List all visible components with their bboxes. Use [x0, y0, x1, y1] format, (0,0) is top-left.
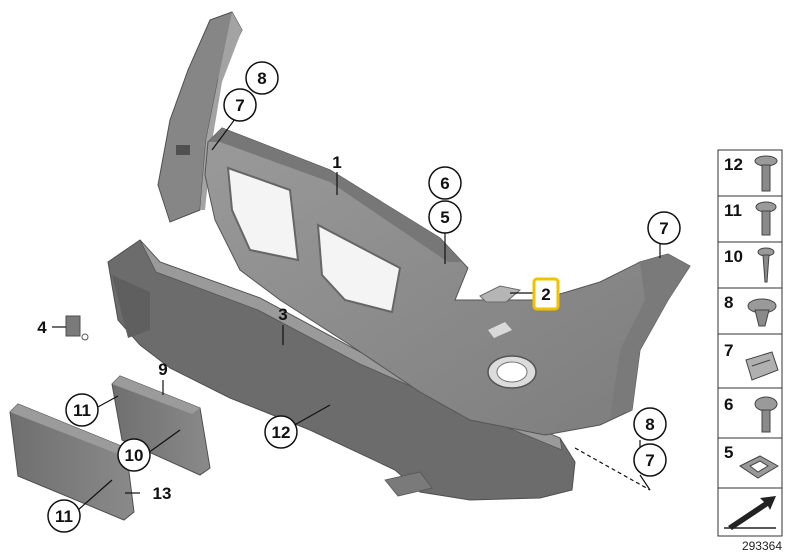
pointed-screw-icon: [757, 247, 775, 283]
callout-8-bottom: 8: [633, 407, 667, 441]
callout-5: 5: [428, 200, 462, 234]
svg-text:7: 7: [235, 96, 244, 115]
svg-text:1: 1: [332, 153, 341, 172]
callout-11-lower: 11: [47, 499, 81, 533]
legend-label-10: 10: [724, 247, 743, 266]
callout-8-top: 8: [245, 61, 279, 95]
callout-3: 3: [278, 305, 287, 324]
callout-13: 13: [153, 484, 172, 503]
spring-nut-icon: [745, 351, 779, 381]
svg-text:7: 7: [645, 451, 654, 470]
svg-text:7: 7: [659, 219, 668, 238]
svg-text:2: 2: [541, 285, 550, 304]
svg-text:4: 4: [37, 318, 47, 337]
svg-text:12: 12: [272, 423, 291, 442]
svg-text:8: 8: [645, 415, 654, 434]
diagram-id: 293364: [742, 539, 782, 553]
legend-label-8: 8: [724, 293, 733, 312]
svg-text:6: 6: [440, 174, 449, 193]
torx-screw-icon: [755, 201, 777, 236]
fastener-legend: 12 11 10 8 7: [717, 149, 783, 537]
callout-4: 4: [37, 318, 47, 337]
callout-7-top: 7: [223, 88, 257, 122]
callout-6: 6: [428, 166, 462, 200]
clip-part: [65, 315, 89, 341]
legend-label-11: 11: [724, 201, 742, 220]
svg-text:10: 10: [125, 446, 144, 465]
svg-text:11: 11: [55, 507, 73, 526]
expanding-rivet-icon: [747, 298, 777, 327]
square-grommet-icon: [739, 455, 779, 479]
direction-arrow-icon: [724, 496, 776, 530]
callout-1: 1: [332, 153, 341, 172]
callout-12: 12: [264, 415, 298, 449]
main-bumper-cover-part: [204, 127, 691, 436]
callout-9: 9: [158, 360, 167, 379]
svg-text:9: 9: [158, 360, 167, 379]
callout-7-bottom: 7: [633, 443, 667, 477]
svg-text:3: 3: [278, 305, 287, 324]
callout-11-upper: 11: [65, 393, 99, 427]
svg-text:11: 11: [73, 401, 91, 420]
legend-label-7: 7: [724, 341, 733, 360]
tow-hook-cover-part: [479, 285, 522, 303]
callout-7-right: 7: [647, 211, 681, 245]
air-deflector-upper-part: [111, 375, 211, 476]
callout-10: 10: [117, 438, 151, 472]
svg-text:8: 8: [257, 69, 266, 88]
svg-text:13: 13: [153, 484, 172, 503]
round-head-screw-icon: [754, 396, 778, 433]
legend-label-6: 6: [724, 395, 733, 414]
legend-label-5: 5: [724, 443, 733, 462]
legend-label-12: 12: [724, 155, 743, 174]
svg-text:5: 5: [440, 208, 449, 227]
left-side-bracket-part: [157, 11, 243, 223]
callout-2-highlighted: 2: [532, 277, 560, 311]
large-torx-screw-icon: [754, 155, 778, 192]
air-deflector-lower-part: [9, 403, 135, 521]
